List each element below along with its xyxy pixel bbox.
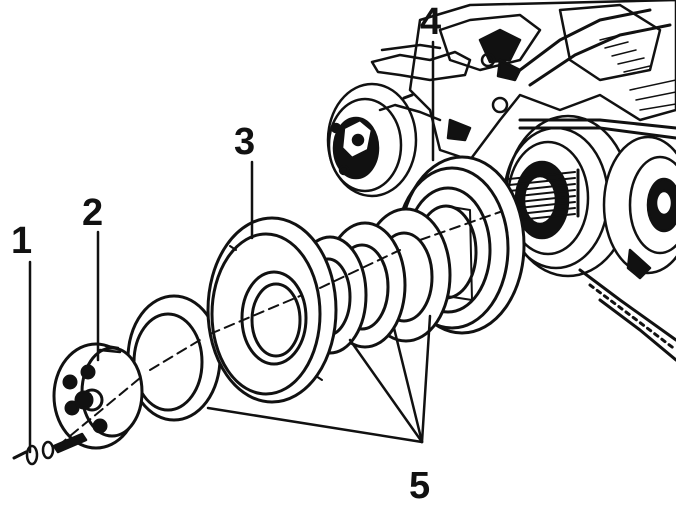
engine-housing [370, 0, 676, 162]
leader-line-5d [420, 314, 432, 444]
axis-centerline [57, 211, 501, 447]
part-3-clutch-plate [206, 216, 338, 404]
part-1-bolt [12, 432, 88, 466]
callout-label-2: 2 [82, 192, 104, 234]
callout-label-5: 5 [409, 465, 431, 507]
callout-label-1: 1 [11, 220, 33, 262]
callout-label-4: 4 [420, 1, 442, 43]
belt-pulley [496, 114, 676, 362]
leader-line-5b [348, 338, 424, 444]
leader-line-5c [392, 326, 424, 444]
compressor-body [326, 82, 442, 198]
leader-lines [28, 40, 435, 454]
part-2-hub [52, 342, 144, 450]
leader-line-5a [206, 406, 424, 444]
callout-label-3: 3 [234, 121, 256, 163]
